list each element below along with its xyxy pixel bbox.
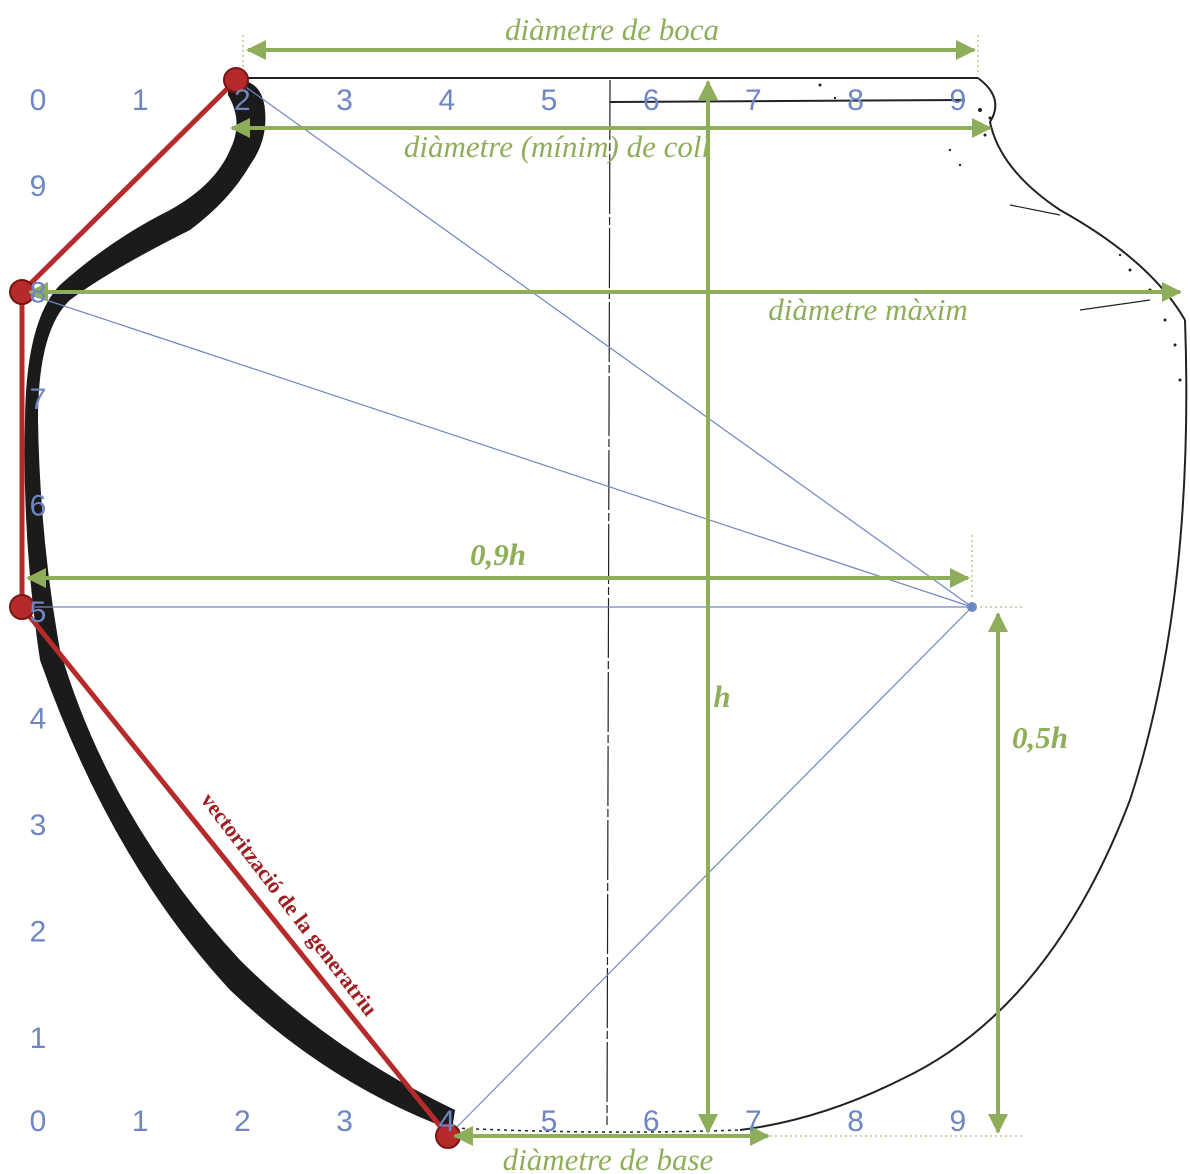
top-scale-number: 9 <box>949 84 966 117</box>
vector-node-icon <box>9 594 35 620</box>
base-diameter-label: diàmetre de base <box>503 1142 714 1174</box>
h09-label: 0,9h <box>470 537 526 572</box>
right-neck-outline <box>977 77 1186 321</box>
generatrix-polyline <box>19 78 450 1138</box>
guide-line-shoulder <box>21 291 973 608</box>
top-scale-number: 2 <box>234 84 251 117</box>
top-scale-number: 5 <box>541 84 558 117</box>
center-point-dot <box>967 602 977 612</box>
bottom-scale-number: 7 <box>745 1105 762 1138</box>
bottom-scale-number: 2 <box>234 1105 251 1138</box>
top-scale-number: 4 <box>438 84 455 117</box>
bottom-scale-number: 3 <box>336 1105 353 1138</box>
h05-label: 0,5h <box>1012 720 1068 755</box>
bottom-scale-number: 0 <box>30 1105 47 1138</box>
left-scale-number: 3 <box>30 809 47 842</box>
top-scale-number: 1 <box>132 84 149 117</box>
top-scale-number: 8 <box>847 84 864 117</box>
neck-diameter-label: diàmetre (mínim) de coll <box>404 129 710 164</box>
left-scale-number: 2 <box>30 916 47 949</box>
right-body-outline <box>739 319 1188 1131</box>
left-scale-number: 7 <box>30 383 47 416</box>
left-scale-number: 5 <box>30 596 47 629</box>
neck-crack-line <box>1009 204 1061 216</box>
rim-inner-line <box>609 99 966 103</box>
generatrix-label: vectorització de la generatriu <box>196 788 383 1021</box>
bottom-scale-number: 9 <box>949 1105 966 1138</box>
top-scale-number: 0 <box>30 84 47 117</box>
left-scale-number: 4 <box>30 703 47 736</box>
construction-lines <box>21 79 973 1137</box>
bottom-scale-number: 1 <box>132 1105 149 1138</box>
height-label: h <box>713 679 730 714</box>
left-scale-number: 9 <box>30 170 47 203</box>
left-scale: 9 8 7 6 5 4 3 2 1 <box>30 170 47 1055</box>
bottom-scale-number: 8 <box>847 1105 864 1138</box>
vessel-outline <box>245 77 1188 1133</box>
top-scale: 0 1 2 3 4 5 6 7 8 9 <box>30 84 966 117</box>
dimension-arrows <box>26 40 1182 1146</box>
left-scale-number: 8 <box>30 277 47 310</box>
base-dotted-line <box>454 1127 741 1133</box>
vector-node-icon <box>223 67 249 93</box>
top-scale-number: 7 <box>745 84 762 117</box>
bottom-scale-number: 5 <box>541 1105 558 1138</box>
left-scale-number: 1 <box>30 1022 47 1055</box>
guide-line-rim <box>235 79 973 608</box>
max-diameter-label: diàmetre màxim <box>768 292 967 327</box>
top-scale-number: 6 <box>643 84 660 117</box>
mouth-diameter-label: diàmetre de boca <box>505 12 719 47</box>
extension-lines <box>242 35 1025 1137</box>
bottom-scale: 0 1 2 3 4 5 6 7 8 9 <box>30 1105 966 1138</box>
section-profile <box>24 79 455 1130</box>
top-scale-number: 3 <box>336 84 353 117</box>
left-scale-number: 6 <box>30 490 47 523</box>
bottom-scale-number: 6 <box>643 1105 660 1138</box>
center-axis-line <box>606 79 611 1126</box>
shoulder-crack-line <box>1079 299 1151 311</box>
bottom-scale-number: 4 <box>438 1105 455 1138</box>
